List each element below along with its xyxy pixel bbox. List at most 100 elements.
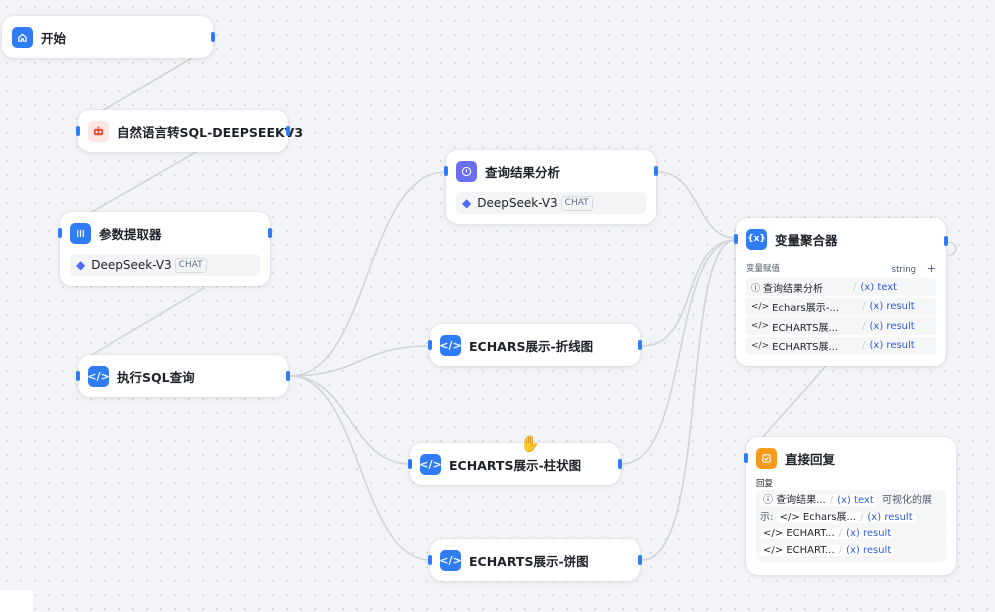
robot-icon (88, 120, 109, 142)
output-handle[interactable] (286, 371, 290, 381)
node-title: 开始 (41, 30, 67, 46)
reply-label: 回复 (756, 479, 774, 489)
code-icon: </> (419, 453, 442, 475)
input-handle[interactable] (76, 371, 80, 381)
node-exec-sql[interactable]: </> 执行SQL查询 (76, 355, 290, 397)
aggregator-row[interactable]: </> Echars展示-... / (x) result (746, 297, 936, 316)
var-prefix: (x) (860, 281, 875, 293)
edge-exec-analysis (289, 171, 447, 377)
node-echarts-line[interactable]: </> ECHARS展示-折线图 (428, 324, 642, 366)
output-handle[interactable] (944, 236, 948, 246)
node-direct-reply[interactable]: 直接回复 回复 ⓘ 查询结果.../(x) text 可视化的展 示: </> … (744, 437, 956, 575)
var-prefix: (x) (869, 320, 884, 332)
row-var: result (886, 301, 915, 312)
code-icon: </> (763, 528, 784, 539)
reply-content[interactable]: ⓘ 查询结果.../(x) text 可视化的展 示: </> Echars展.… (756, 490, 946, 562)
model-selector[interactable]: ◆ DeepSeek-V3 CHAT (70, 254, 260, 276)
add-variable-button[interactable]: + (926, 262, 936, 275)
reply-var-chip: </> Echars展.../(x) result (776, 511, 916, 523)
output-handle[interactable] (268, 228, 272, 238)
code-icon: </> (439, 334, 462, 356)
edge-bar-agg (621, 239, 737, 465)
input-handle[interactable] (744, 453, 748, 463)
edge-param-exec (89, 287, 205, 357)
node-start[interactable]: 开始 (2, 16, 215, 58)
output-handle[interactable] (654, 166, 658, 176)
reply-var-chip: </> ECHART.../(x) result (760, 528, 895, 539)
input-handle[interactable] (444, 166, 448, 176)
node-nl2sql[interactable]: 自然语言转SQL-DEEPSEEKV3 (76, 110, 303, 152)
model-name: DeepSeek-V3 (477, 196, 558, 210)
output-handle[interactable] (286, 126, 290, 136)
row-source: ECHARTS展... (772, 322, 838, 334)
model-name: DeepSeek-V3 (91, 258, 172, 272)
input-handle[interactable] (428, 340, 432, 350)
node-param-extractor[interactable]: 参数提取器 ◆ DeepSeek-V3 CHAT (58, 212, 272, 286)
edge-exec-bar (289, 375, 411, 465)
node-title: 执行SQL查询 (117, 369, 195, 385)
variable-icon: {x} (746, 228, 767, 250)
node-title: ECHARS展示-折线图 (469, 338, 594, 354)
model-selector[interactable]: ◆ DeepSeek-V3 CHAT (456, 192, 646, 214)
canvas-corner-panel (0, 590, 33, 612)
node-title: 参数提取器 (99, 226, 162, 242)
edge-exec-pie (289, 375, 431, 561)
extractor-icon (70, 222, 91, 244)
input-handle[interactable] (408, 459, 412, 469)
reply-icon (756, 447, 777, 469)
code-icon: </> (751, 340, 770, 351)
code-icon: </> (763, 544, 784, 556)
input-handle[interactable] (76, 126, 80, 136)
node-title: 直接回复 (785, 451, 836, 467)
analysis-icon (456, 160, 477, 182)
node-echarts-pie[interactable]: </> ECHARTS展示-饼图 (428, 539, 642, 581)
code-icon: </> (439, 549, 462, 571)
edge-analysis-agg (657, 171, 737, 239)
var-prefix: (x) (869, 301, 884, 312)
output-handle[interactable] (211, 32, 215, 42)
node-title: ECHARTS展示-柱状图 (449, 457, 582, 473)
edge-line-agg (641, 239, 737, 347)
input-handle[interactable] (58, 228, 62, 238)
code-icon: </> (779, 511, 800, 523)
output-handle[interactable] (618, 459, 622, 469)
aggregator-row[interactable]: </> ECHARTS展... / (x) result (746, 317, 936, 335)
input-handle[interactable] (428, 555, 432, 565)
row-var: result (886, 320, 915, 332)
output-handle[interactable] (638, 340, 642, 350)
node-title: 变量聚合器 (775, 232, 838, 248)
row-source: Echars展示-... (772, 303, 839, 314)
var-prefix: (x) (869, 340, 884, 351)
node-title: 查询结果分析 (485, 164, 561, 180)
type-label: string (891, 265, 917, 275)
output-handle[interactable] (638, 555, 642, 565)
analysis-icon: ⓘ (751, 283, 761, 294)
node-title: 自然语言转SQL-DEEPSEEKV3 (117, 124, 304, 140)
row-var: result (886, 340, 915, 351)
row-source: 查询结果分析 (763, 283, 824, 295)
deepseek-logo-icon: ◆ (462, 196, 472, 210)
node-result-analysis[interactable]: 查询结果分析 ◆ DeepSeek-V3 CHAT (444, 150, 658, 224)
reply-var-chip: ⓘ 查询结果.../(x) text (760, 495, 877, 506)
edge-agg-out (945, 241, 957, 257)
input-handle[interactable] (734, 234, 738, 244)
aggregator-row[interactable]: ⓘ 查询结果分析 / (x) text (746, 278, 936, 296)
chat-badge: CHAT (560, 195, 593, 211)
home-icon (12, 26, 33, 48)
aggregator-row[interactable]: </> ECHARTS展... / (x) result (746, 336, 936, 355)
reply-text: 可视化的展 (881, 495, 932, 506)
code-icon: </> (751, 321, 770, 331)
code-icon: </> (87, 365, 110, 387)
analysis-icon: ⓘ (763, 495, 773, 506)
edge-start-nl2sql (99, 57, 193, 113)
reply-var-chip: </> ECHART.../(x) result (760, 544, 895, 556)
aggregator-subtitle: 变量赋值 (746, 264, 781, 274)
node-echarts-bar[interactable]: </> ECHARTS展示-柱状图 (408, 443, 622, 485)
edge-nl2sql-param (91, 151, 197, 213)
chat-badge: CHAT (174, 257, 207, 273)
deepseek-logo-icon: ◆ (76, 258, 86, 272)
row-var: text (877, 281, 898, 293)
node-variable-aggregator[interactable]: {x} 变量聚合器 变量赋值 string + ⓘ 查询结果分析 / (x) t… (734, 218, 948, 366)
row-source: ECHARTS展... (772, 342, 838, 353)
